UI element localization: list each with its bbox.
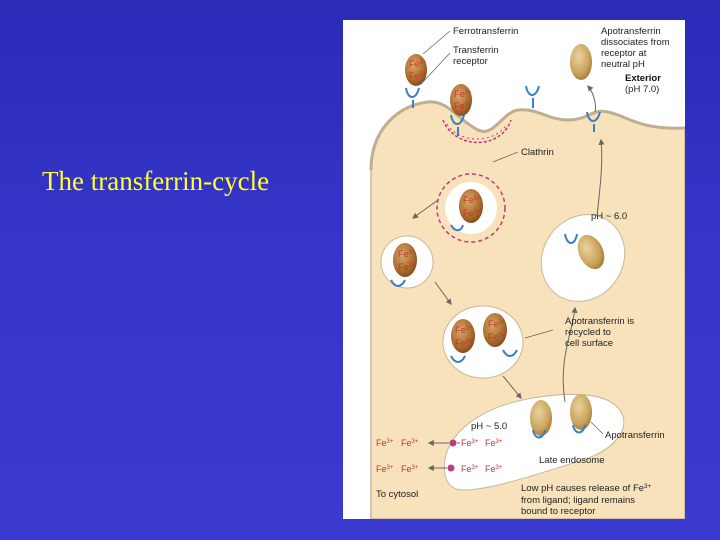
ph-6-label: pH ~ 6.0 bbox=[591, 211, 627, 222]
label-receptor-1: Transferrin bbox=[453, 45, 499, 56]
label-release-1: Low pH causes release of Fe3+ bbox=[521, 483, 652, 494]
label-late-endosome: Late endosome bbox=[539, 455, 605, 466]
label-release-2: from ligand; ligand remains bbox=[521, 495, 635, 506]
ph-5-label: pH ~ 5.0 bbox=[471, 421, 507, 432]
slide-title: The transferrin-cycle bbox=[42, 166, 269, 197]
label-recycled-1: Apotransferrin is bbox=[565, 316, 634, 327]
label-recycled-2: recycled to bbox=[565, 327, 611, 338]
apotransferrin-released bbox=[570, 44, 592, 80]
label-release-3: bound to receptor bbox=[521, 506, 595, 517]
label-apo-dissoc-4: neutral pH bbox=[601, 59, 645, 70]
label-exterior-ph: (pH 7.0) bbox=[625, 84, 659, 95]
receptor-surface-3 bbox=[526, 86, 539, 108]
label-recycled-3: cell surface bbox=[565, 338, 613, 349]
label-apotransferrin: Apotransferrin bbox=[605, 430, 665, 441]
label-exterior: Exterior bbox=[625, 73, 661, 84]
label-apo-dissoc-2: dissociates from bbox=[601, 37, 670, 48]
transferrin-cycle-figure: Fe3+ Fe3+ Fe3+ Fe3+ Fe3+ Fe3+ Fe3+ Fe3+ … bbox=[343, 20, 685, 519]
ferrotransferrin-in-pit: Fe3+ Fe3+ bbox=[450, 84, 472, 116]
label-to-cytosol: To cytosol bbox=[376, 489, 418, 500]
label-apo-dissoc-1: Apotransferrin bbox=[601, 26, 661, 37]
uncoated-vesicle: Fe3+ Fe3+ bbox=[381, 236, 433, 288]
early-endosome: Fe3+ Fe3+ Fe3+ Fe3+ bbox=[443, 306, 523, 378]
label-clathrin: Clathrin bbox=[521, 147, 554, 158]
label-ferrotransferrin: Ferrotransferrin bbox=[453, 26, 518, 37]
label-receptor-2: receptor bbox=[453, 56, 488, 67]
label-apo-dissoc-3: receptor at bbox=[601, 48, 647, 59]
transferrin-cycle-diagram: Fe3+ Fe3+ Fe3+ Fe3+ Fe3+ Fe3+ Fe3+ Fe3+ … bbox=[343, 20, 685, 519]
